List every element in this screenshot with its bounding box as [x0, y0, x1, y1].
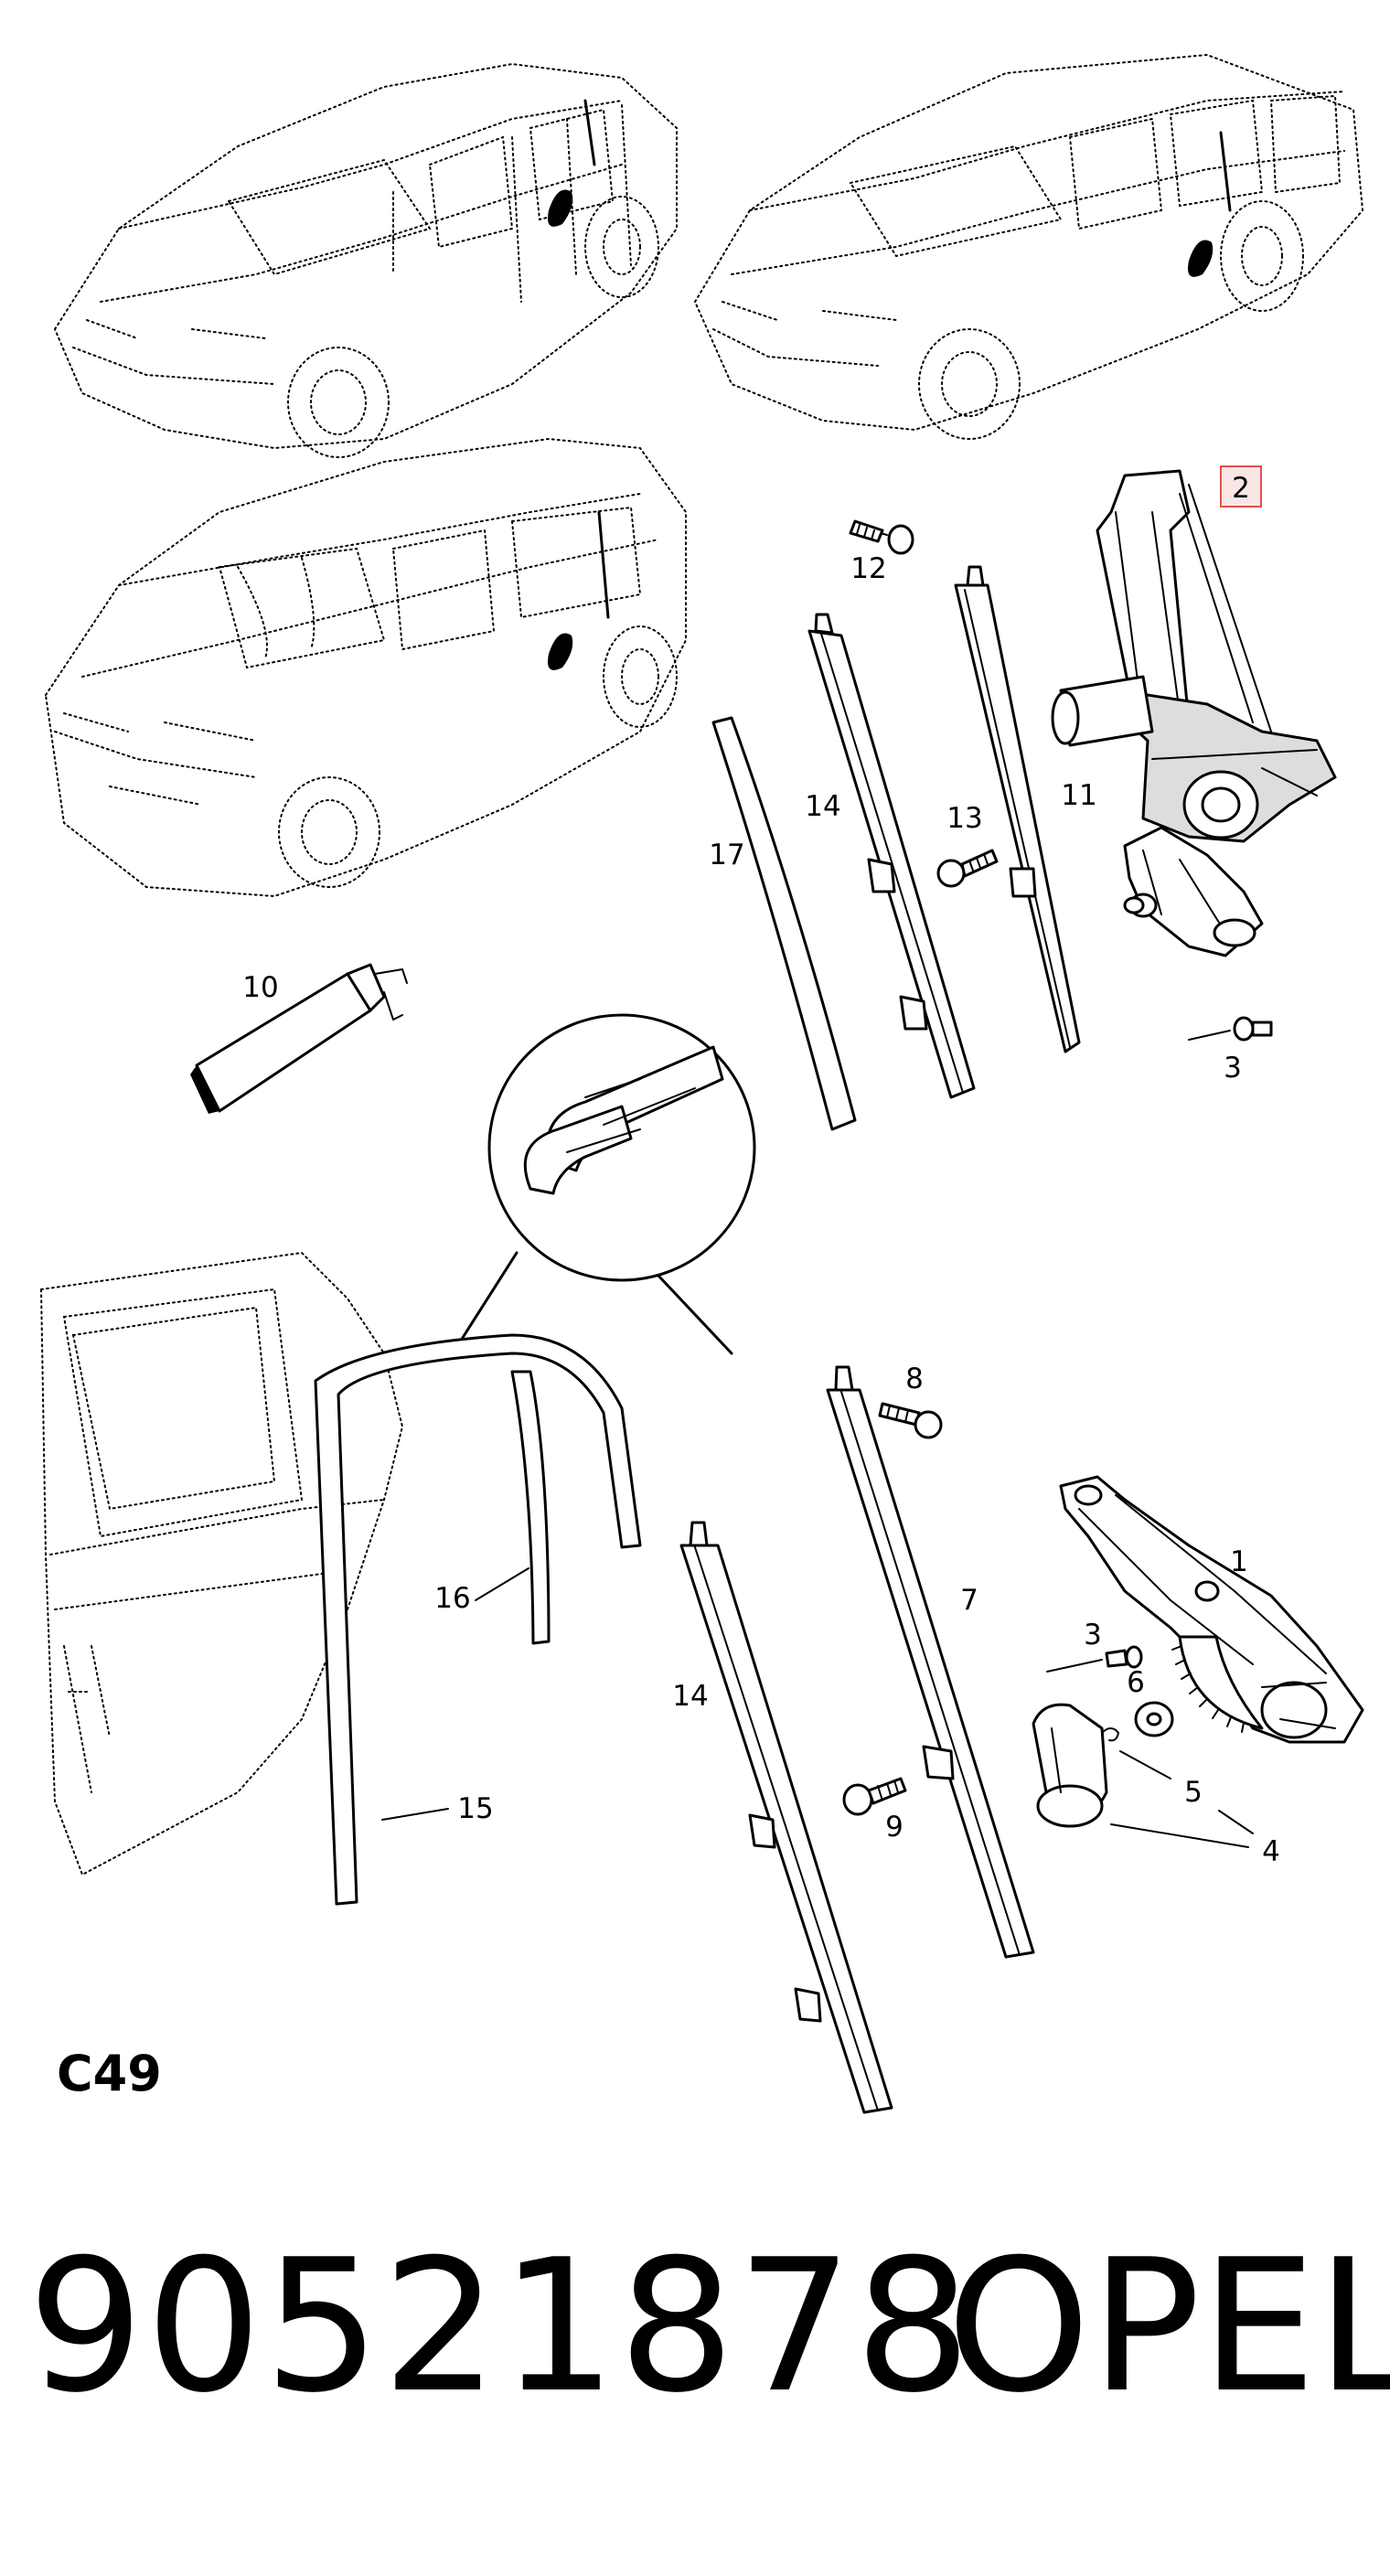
guide-rail-14-upper [807, 613, 976, 1099]
crank-handle-4 [1032, 1703, 1108, 1828]
callout-8: 8 [905, 1363, 924, 1395]
callout-13: 13 [946, 802, 982, 835]
callout-4: 4 [1262, 1835, 1280, 1868]
callout-6: 6 [1127, 1666, 1145, 1699]
guide-rail-14-lower [679, 1521, 893, 2114]
guide-rail-7 [826, 1365, 1035, 1959]
callout-10: 10 [242, 971, 278, 1004]
bolt-12 [849, 519, 914, 555]
callout-16: 16 [434, 1582, 470, 1615]
callout-5: 5 [1184, 1776, 1203, 1809]
highlight-box [1220, 465, 1262, 508]
window-regulator-electric [1051, 469, 1337, 957]
callout-15-leader [381, 1808, 449, 1821]
car-mpv-illustration [44, 437, 687, 898]
callout-17: 17 [709, 839, 744, 871]
door-frame-seal-15 [314, 1333, 642, 1906]
callout-16-leader [475, 1567, 529, 1601]
rivet-3-upper [1188, 1016, 1273, 1042]
rear-door-illustration [39, 1251, 404, 1876]
bolt-13 [936, 849, 999, 888]
callout-11: 11 [1061, 779, 1096, 812]
callout-5-leader [1119, 1750, 1254, 1834]
callout-4-leader [1110, 1823, 1249, 1848]
spring-clip-5 [1101, 1727, 1119, 1742]
bolt-9 [842, 1777, 907, 1816]
callout-9: 9 [885, 1811, 904, 1844]
car-hatchback-illustration [53, 62, 678, 458]
part-number: 90521878 [27, 2220, 973, 2433]
brand-name: OPEL [946, 2220, 1390, 2433]
diagram-code-label: C49 [57, 2045, 162, 2102]
window-regulator-manual-1 [1059, 1475, 1364, 1744]
callout-2: 2 [1232, 472, 1250, 505]
rivet-3-lower [1046, 1645, 1143, 1673]
callout-7: 7 [960, 1584, 978, 1617]
car-estate-illustration [693, 53, 1364, 440]
bolt-8 [878, 1402, 943, 1439]
seal-detail-magnifier [451, 1013, 756, 1355]
callout-2-highlight: 2 [1220, 465, 1262, 508]
callout-3-lower: 3 [1084, 1619, 1102, 1651]
seal-strip-17 [711, 716, 857, 1131]
callout-14-lower: 14 [672, 1680, 708, 1713]
guide-rail-11 [954, 565, 1081, 1053]
callout-3-upper: 3 [1224, 1052, 1242, 1085]
seal-strip-16 [510, 1370, 551, 1645]
callout-12: 12 [850, 552, 886, 585]
washer-6 [1134, 1701, 1174, 1737]
callout-14-upper: 14 [805, 790, 840, 823]
callout-1: 1 [1230, 1545, 1248, 1578]
sensor-10 [190, 963, 408, 1114]
callout-15: 15 [457, 1792, 493, 1825]
